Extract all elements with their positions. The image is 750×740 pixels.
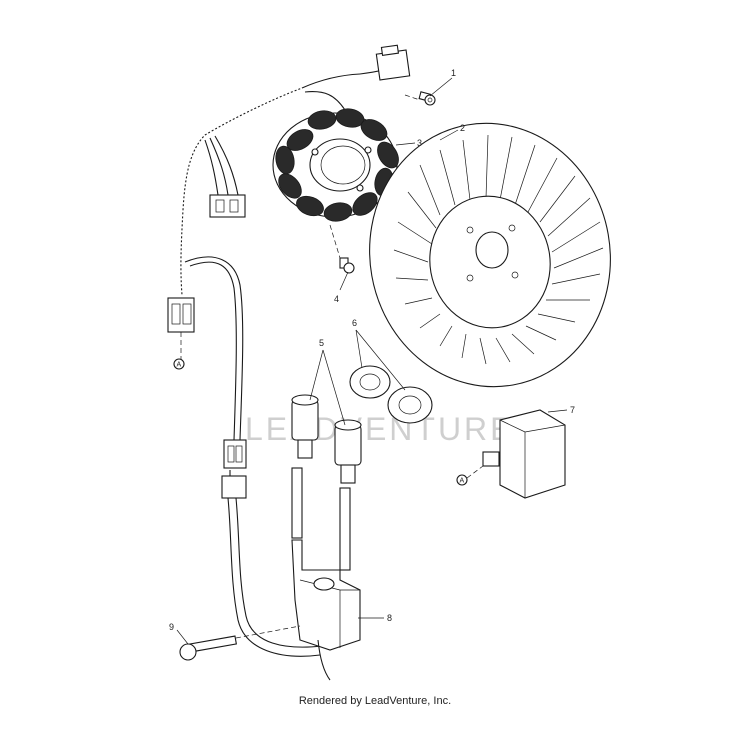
callout-2: 2: [460, 123, 465, 133]
screw-1: [404, 91, 436, 106]
connector-ref-a-left: [173, 358, 185, 370]
cdi-module: A: [456, 409, 566, 499]
ignition-coil: [291, 467, 361, 681]
callout-6: 6: [352, 318, 357, 328]
svg-text:A: A: [460, 478, 465, 485]
spark-plug-caps: [291, 394, 362, 484]
callout-7: 7: [570, 405, 575, 415]
callout-4: 4: [334, 294, 339, 304]
callout-9: 9: [169, 622, 174, 632]
svg-text:A: A: [177, 362, 182, 369]
bolt: [179, 625, 301, 661]
grommets: [349, 365, 433, 424]
stator: [272, 108, 399, 222]
flywheel: [369, 122, 611, 388]
callouts: 1 2 3 4 5 6 7 8 9: [169, 68, 575, 645]
footer-credit: Rendered by LeadVenture, Inc.: [298, 695, 452, 707]
callout-8: 8: [387, 613, 392, 623]
wire-harness: A: [167, 44, 411, 657]
watermark-text: LEADVENTURE: [245, 411, 515, 447]
connector-ref-a-right: [456, 474, 468, 486]
screw-4: [329, 224, 355, 274]
callout-5: 5: [319, 338, 324, 348]
callout-1: 1: [451, 68, 456, 78]
callout-3: 3: [417, 138, 422, 148]
